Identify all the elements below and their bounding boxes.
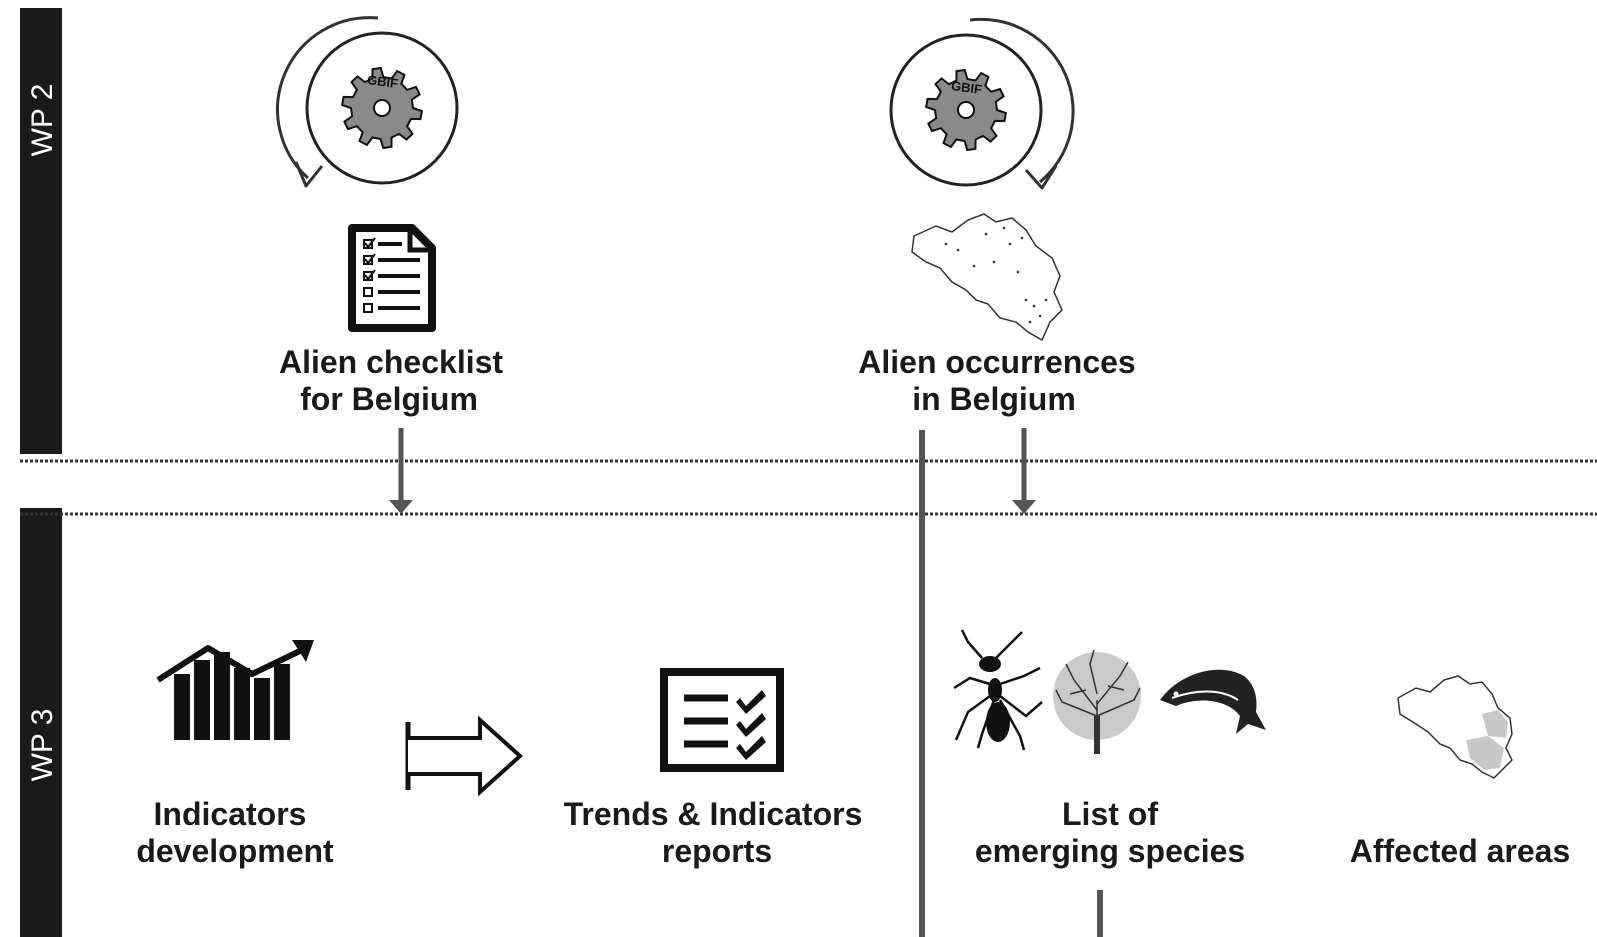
lane-wp2-bar: [20, 8, 62, 454]
arrow-occurrences-to-wp3: [1012, 428, 1036, 514]
fish-icon: [1160, 669, 1266, 734]
growth-chart-icon: [156, 640, 314, 740]
gbif-cycle-left: GBIF: [276, 16, 459, 188]
gbif-logo-text: GBIF: [950, 78, 983, 97]
node-label-line1: Alien checklist: [279, 344, 503, 380]
gbif-cycle-right: GBIF: [889, 17, 1075, 190]
node-label-line2: for Belgium: [300, 381, 478, 417]
node-trends-reports: Trends & Indicators reports: [564, 796, 863, 869]
tree-icon: [1053, 649, 1141, 754]
gbif-logo-text: GBIF: [366, 72, 399, 91]
gbif-gear-icon: [924, 68, 1008, 152]
arrow-checklist-to-wp3: [389, 428, 413, 514]
lane-wp3: WP 3: [20, 508, 62, 937]
report-checklist-icon: [660, 668, 784, 772]
belgium-map-icon: [911, 213, 1063, 342]
arrowhead-icon: [294, 161, 324, 188]
node-alien-checklist: Alien checklist for Belgium: [279, 344, 503, 417]
lane-wp2-label: WP 2: [26, 84, 59, 157]
node-label-line2: reports: [662, 833, 772, 869]
node-label-line1: Indicators: [154, 796, 307, 832]
node-affected-areas: Affected areas: [1350, 833, 1571, 869]
affected-areas-map-icon: [1397, 675, 1513, 779]
process-arrow-icon: [405, 715, 523, 797]
node-emerging-species: List of emerging species: [975, 796, 1245, 869]
ant-icon: [953, 629, 1043, 751]
cycle-inner-circle: [305, 31, 459, 185]
checklist-document-icon: [348, 224, 436, 332]
cycle-inner-circle: [889, 33, 1043, 187]
node-label-line1: Affected areas: [1350, 833, 1571, 869]
node-label-line2: development: [136, 833, 334, 869]
arrowhead-icon: [1024, 165, 1058, 190]
lane-wp3-bar: [20, 508, 62, 937]
node-label-line1: Trends & Indicators: [564, 796, 863, 832]
circular-arrow-icon: [969, 17, 1075, 184]
node-label-line2: emerging species: [975, 833, 1245, 869]
circular-arrow-icon: [276, 16, 379, 180]
node-label-line2: in Belgium: [912, 381, 1076, 417]
gbif-gear-icon: [340, 66, 424, 150]
node-label-line1: Alien occurrences: [858, 344, 1135, 380]
lane-wp3-label: WP 3: [26, 709, 59, 782]
node-indicators-development: Indicators development: [136, 796, 334, 869]
node-label-line1: List of: [1062, 796, 1158, 832]
node-alien-occurrences: Alien occurrences in Belgium: [858, 344, 1135, 417]
lane-wp2: WP 2: [20, 8, 62, 454]
